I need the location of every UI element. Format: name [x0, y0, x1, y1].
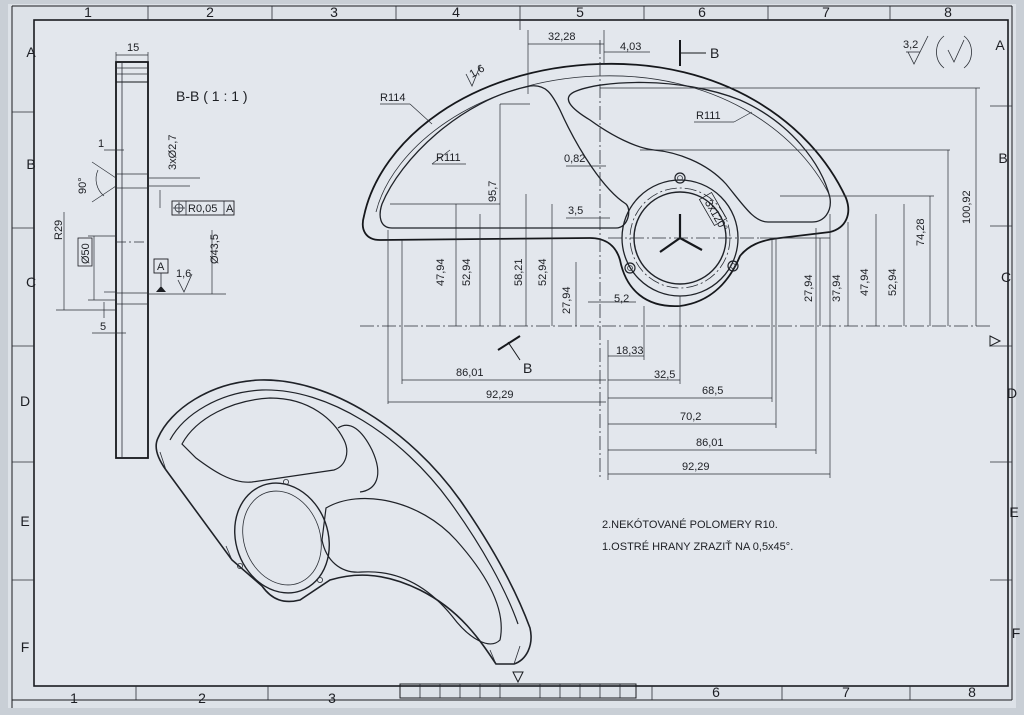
dim-angle: 90° — [77, 177, 89, 194]
dim-74-28: 74,28 — [915, 218, 927, 246]
col-label: 2 — [198, 690, 206, 706]
row-label: B — [26, 156, 35, 172]
col-label: 5 — [576, 4, 584, 20]
svg-text:B: B — [710, 45, 719, 61]
dim-width: 15 — [127, 42, 139, 54]
row-label: D — [1007, 385, 1017, 401]
bolt-hole — [624, 262, 636, 274]
label-r114: R114 — [380, 92, 405, 104]
dim-32-28: 32,28 — [548, 31, 576, 43]
col-label: 3 — [328, 690, 336, 706]
dim-small: 1 — [98, 138, 104, 150]
bolt-hole — [727, 260, 739, 272]
left-pocket — [379, 85, 630, 229]
col-label: 7 — [842, 684, 850, 700]
col-label: 4 — [452, 4, 460, 20]
row-label: C — [26, 274, 36, 290]
dim-27-94-mid: 27,94 — [561, 286, 573, 314]
dim-70-2: 70,2 — [680, 411, 701, 423]
note-1: 1.OSTRÉ HRANY ZRAZIŤ NA 0,5x45°. — [602, 540, 793, 553]
label-r111-left: R111 — [436, 152, 461, 164]
zone-labels: 1 2 3 4 5 6 7 8 1 2 3 6 7 8 A B C D E F … — [20, 4, 1020, 706]
row-label: E — [20, 513, 29, 529]
dim-r29: R29 — [53, 220, 65, 240]
col-label: 6 — [698, 4, 706, 20]
dim-95-7: 95,7 — [487, 181, 499, 202]
col-label: 8 — [944, 4, 952, 20]
dim-52-94-left: 52,94 — [461, 258, 473, 286]
label-r111-right: R111 — [696, 110, 721, 122]
row-label: F — [21, 639, 30, 655]
dim-37-94: 37,94 — [831, 274, 843, 302]
section-title: B-B ( 1 : 1 ) — [176, 88, 248, 104]
dim-58-21: 58,21 — [513, 258, 525, 286]
dim-92-29-right: 92,29 — [682, 461, 710, 473]
dim-100-92: 100,92 — [961, 190, 973, 224]
dim-52-94-mid: 52,94 — [537, 258, 549, 286]
dim-5-2: 5,2 — [614, 293, 629, 305]
position-tolerance-frame: R0,05 A — [159, 190, 235, 216]
tolerance-value: R0,05 — [188, 203, 217, 215]
dim-32-5: 32,5 — [654, 369, 675, 381]
row-label: F — [1012, 625, 1021, 641]
surface-finish-value: 3,2 — [903, 39, 918, 51]
col-label: 1 — [70, 690, 78, 706]
dim-86-01-right: 86,01 — [696, 437, 724, 449]
dim-3-5: 3,5 — [568, 205, 583, 217]
dim-dia43: Ø43,5 — [209, 234, 221, 264]
note-2: 2.NEKÓTOVANÉ POLOMERY R10. — [602, 518, 778, 531]
dim-27-94-right: 27,94 — [803, 274, 815, 302]
col-label: 2 — [206, 4, 214, 20]
tolerance-datum: A — [226, 203, 234, 215]
dim-47-94-left: 47,94 — [435, 258, 447, 286]
drawing-frame — [33, 19, 1009, 687]
dim-92-29-left: 92,29 — [486, 389, 514, 401]
col-label: 6 — [712, 684, 720, 700]
section-marker-bottom: B — [497, 335, 532, 376]
roughness-section: 1,6 — [176, 268, 191, 280]
row-label: A — [995, 37, 1005, 53]
dim-4-03: 4,03 — [620, 41, 641, 53]
scale-bar — [399, 335, 1002, 699]
dim-86-01-left: 86,01 — [456, 367, 484, 379]
bolt-hole — [674, 172, 686, 184]
section-view: B-B ( 1 : 1 ) 15 1 3xØ2,7 90° — [53, 42, 248, 459]
section-marker-top: B — [679, 40, 719, 66]
dim-gap5: 5 — [100, 321, 106, 333]
row-label: E — [1009, 504, 1018, 520]
surface-finish-symbol: 3,2 — [903, 35, 972, 69]
col-label: 1 — [84, 4, 92, 20]
part-inner-contour — [375, 75, 831, 213]
row-label: A — [26, 44, 36, 60]
row-label: B — [998, 150, 1007, 166]
svg-text:B: B — [523, 360, 532, 376]
dim-dia50: Ø50 — [80, 243, 92, 264]
dim-47-94-right: 47,94 — [859, 268, 871, 296]
dim-68-5: 68,5 — [702, 385, 723, 397]
dim-18-33: 18,33 — [616, 345, 644, 357]
isometric-view — [155, 379, 532, 665]
col-label: 8 — [968, 684, 976, 700]
row-label: D — [20, 393, 30, 409]
zone-ticks-top — [12, 6, 1012, 700]
plan-view: 3x120° B B R114 R111 R111 1,6 — [360, 30, 990, 480]
right-pocket — [567, 81, 831, 223]
datum-a: A — [157, 261, 165, 273]
row-label: C — [1001, 269, 1011, 285]
dim-holes: 3xØ2,7 — [167, 135, 179, 170]
col-label: 3 — [330, 4, 338, 20]
col-label: 7 — [822, 4, 830, 20]
dim-52-94-right: 52,94 — [887, 268, 899, 296]
part-outer-contour — [361, 63, 850, 307]
dim-0-82: 0,82 — [564, 153, 585, 165]
